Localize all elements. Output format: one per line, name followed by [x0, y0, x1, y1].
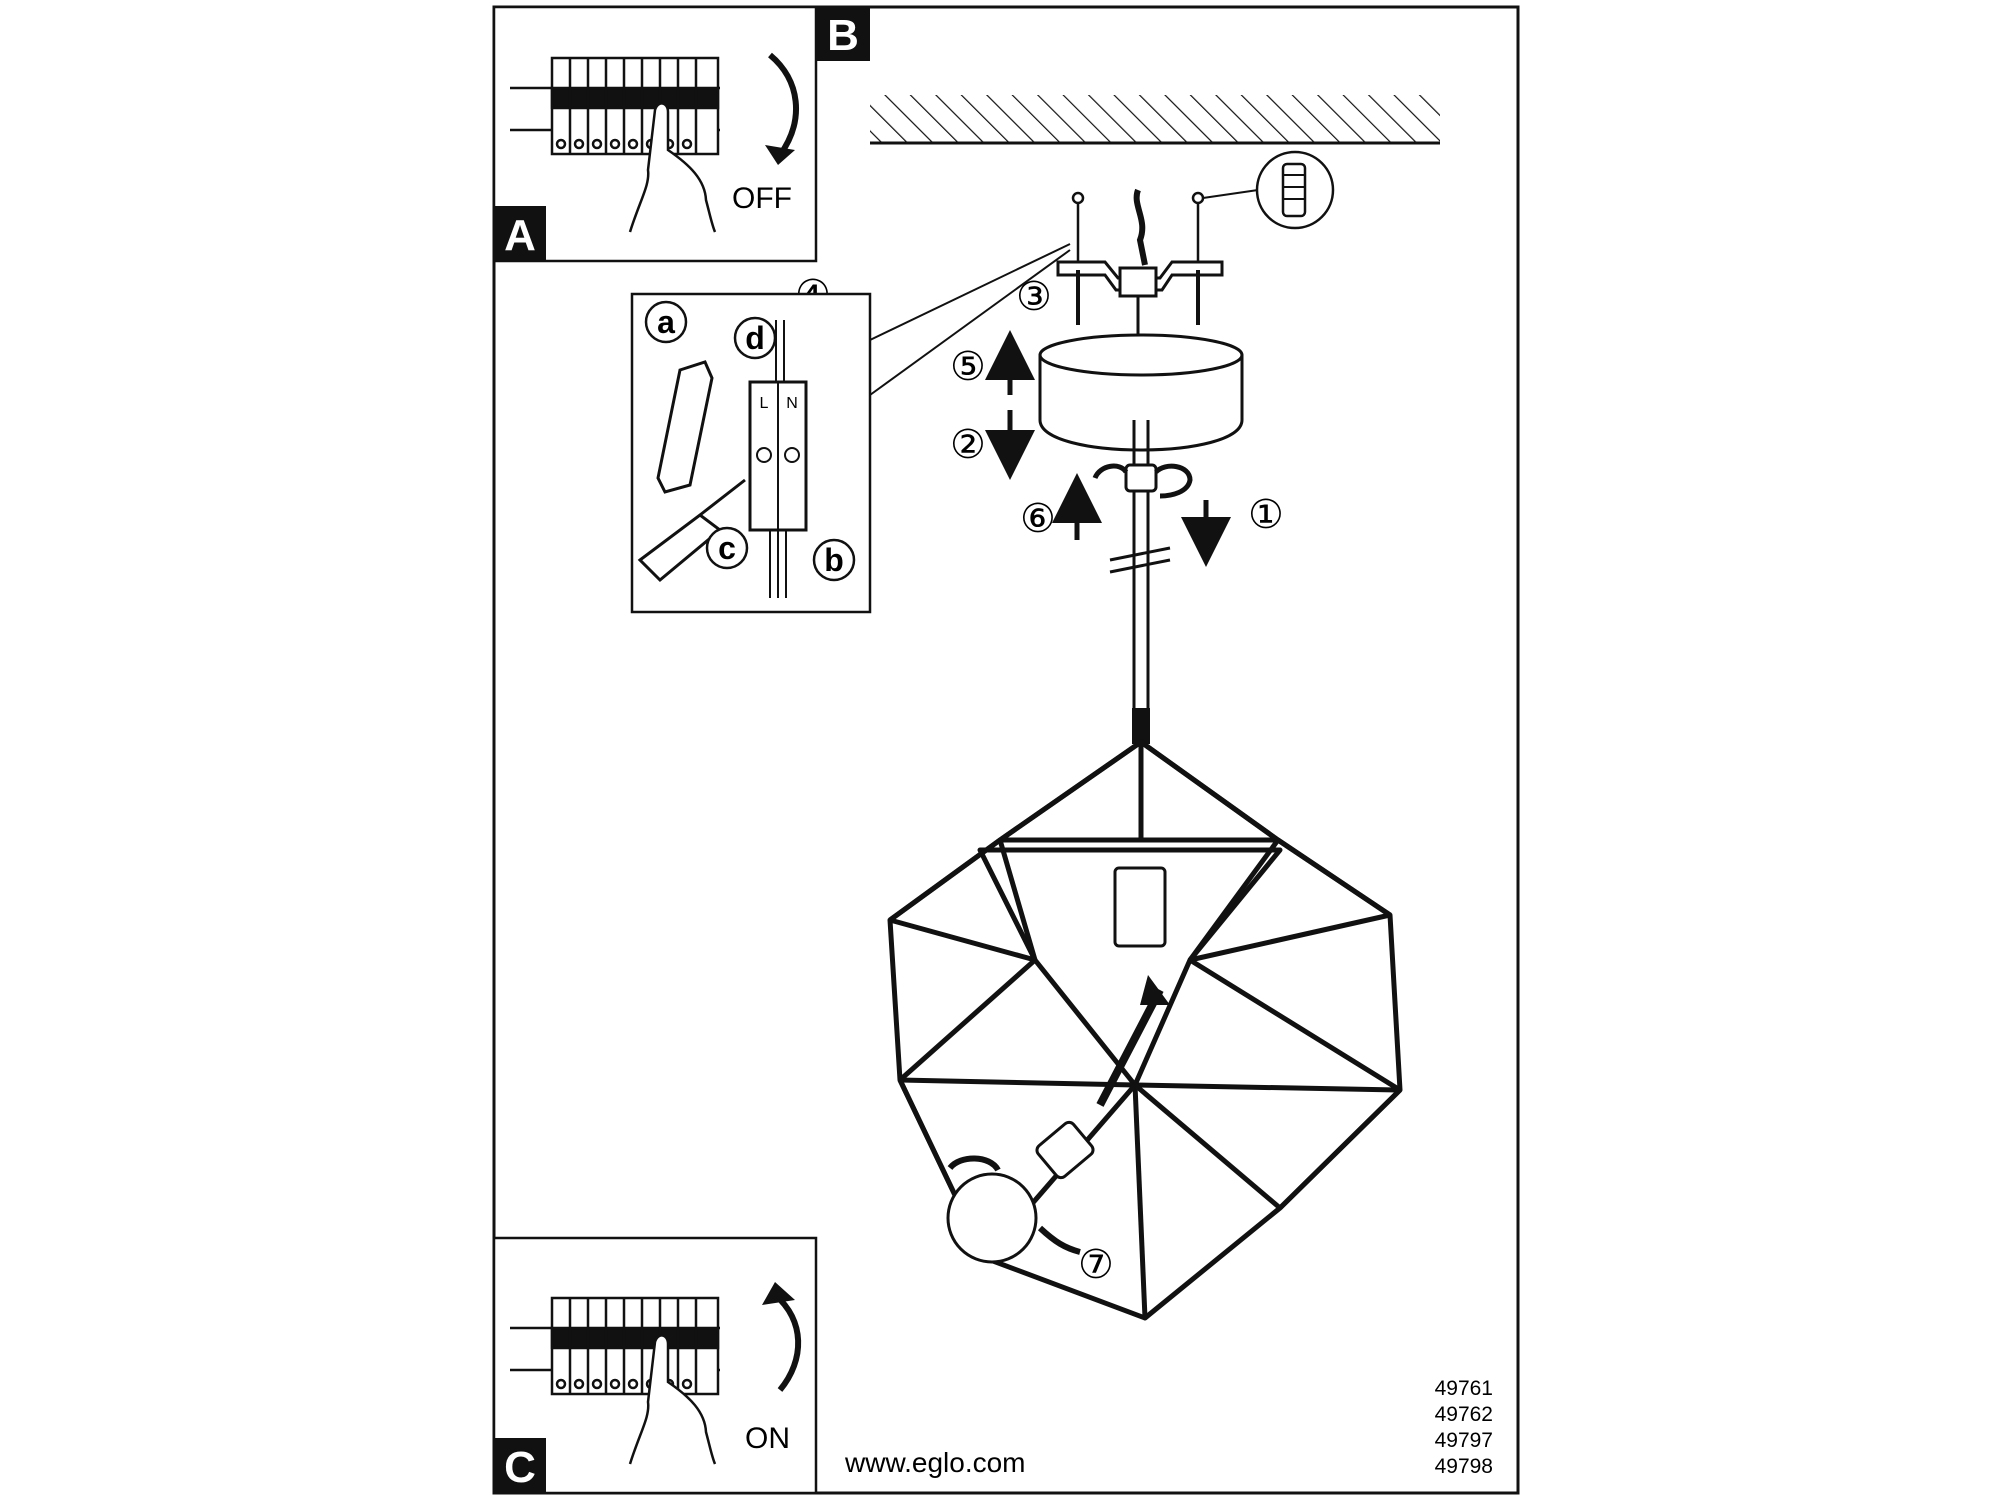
terminal-cover: [656, 360, 714, 494]
panel-c: ON C: [492, 1236, 818, 1495]
ceiling-canopy: [1038, 333, 1244, 452]
detail-c: c: [718, 530, 736, 566]
on-label: ON: [745, 1422, 790, 1455]
lamp-shade: [887, 708, 1403, 1321]
terminal-n: N: [786, 395, 798, 412]
cable-gland: [1124, 463, 1158, 493]
model-number: 49798: [1435, 1455, 1493, 1478]
detail-a: a: [657, 304, 675, 340]
lamp-socket: [1113, 866, 1167, 948]
hand-icon: [628, 102, 717, 233]
step-3: ③: [1016, 275, 1052, 319]
light-bulb-icon: [946, 1120, 1095, 1264]
website-url: www.eglo.com: [844, 1447, 1026, 1478]
model-number: 49762: [1435, 1403, 1493, 1426]
step-2: ②: [950, 423, 986, 467]
mounting-bracket: [1056, 260, 1224, 340]
bulb-rotate-icon-2: [1037, 1225, 1081, 1255]
panel-b-letter: B: [827, 11, 859, 60]
detail-b: b: [824, 542, 844, 578]
arrow-up-icon: [773, 1292, 802, 1392]
step-arrows: [985, 330, 1231, 567]
step-6: ⑥: [1020, 497, 1056, 541]
panel-a-letter: A: [504, 211, 536, 260]
panel-c-letter: C: [504, 1443, 536, 1492]
breaker-panel-icon: [510, 56, 720, 156]
hand-icon-c: [628, 1334, 717, 1465]
model-numbers: 49761 49762 49797 49798: [1435, 1377, 1493, 1478]
terminal-l: L: [760, 395, 769, 412]
step-5: ⑤: [950, 345, 986, 389]
bulb-rotate-icon: [947, 1155, 1001, 1172]
wiring-detail: L N a b c d: [630, 292, 872, 614]
model-number: 49761: [1435, 1377, 1493, 1400]
step-7: ⑦: [1078, 1243, 1114, 1287]
model-number: 49797: [1435, 1429, 1493, 1452]
step-1: ①: [1248, 493, 1284, 537]
wall-plug-icon: [1202, 150, 1335, 230]
panel-a: OFF A: [492, 5, 818, 263]
ceiling: [870, 95, 1440, 143]
arrow-down-icon: [768, 52, 799, 157]
off-label: OFF: [732, 182, 792, 215]
detail-d: d: [745, 320, 765, 356]
